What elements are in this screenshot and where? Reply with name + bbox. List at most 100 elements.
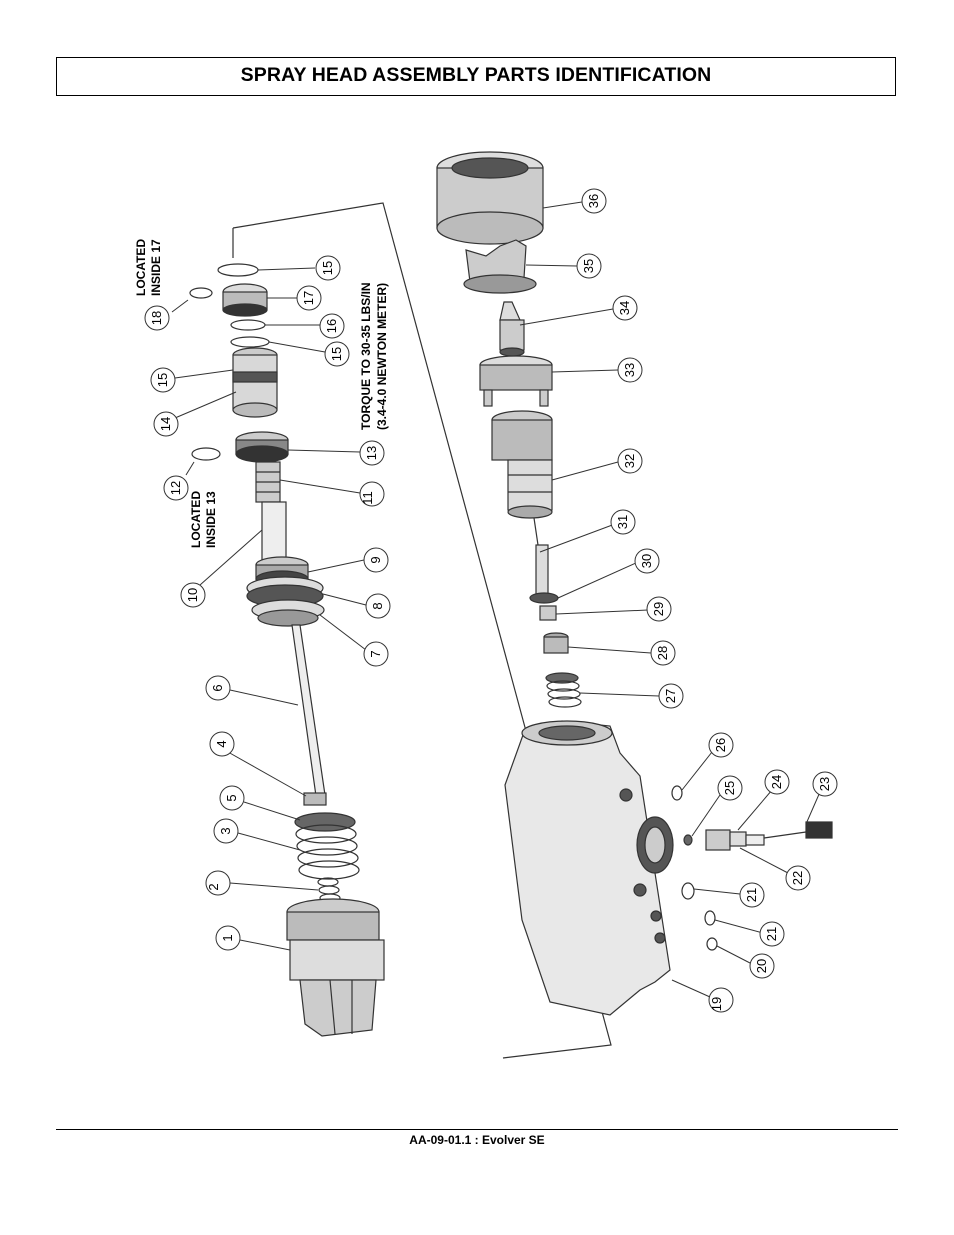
part-28 — [543, 632, 569, 654]
svg-text:4: 4 — [214, 740, 229, 747]
svg-text:9: 9 — [368, 556, 383, 563]
note-located-17-line1: LOCATED — [134, 239, 148, 296]
part-16 — [230, 319, 266, 331]
part-14 — [232, 347, 278, 418]
callout-33: 33 — [617, 357, 643, 383]
svg-text:15: 15 — [329, 347, 344, 361]
callout-26: 26 — [708, 732, 734, 758]
svg-text:28: 28 — [655, 646, 670, 660]
callout-21-a: 21 — [739, 882, 765, 908]
callout-10: 10 — [180, 582, 206, 608]
svg-text:23: 23 — [817, 777, 832, 791]
svg-text:32: 32 — [622, 454, 637, 468]
callout-19: 19 — [708, 987, 734, 1013]
svg-text:22: 22 — [790, 871, 805, 885]
svg-text:31: 31 — [615, 515, 630, 529]
callout-8: 8 — [365, 593, 391, 619]
title-box: SPRAY HEAD ASSEMBLY PARTS IDENTIFICATION — [56, 57, 896, 96]
svg-text:14: 14 — [158, 417, 173, 431]
callout-15-mid: 15 — [324, 341, 350, 367]
svg-text:2: 2 — [206, 883, 221, 890]
part-3-spring — [294, 812, 360, 880]
svg-text:29: 29 — [651, 602, 666, 616]
page-title: SPRAY HEAD ASSEMBLY PARTS IDENTIFICATION — [240, 64, 712, 86]
part-23-brush — [763, 821, 833, 839]
callout-22: 22 — [785, 865, 811, 891]
callout-11: 11 — [359, 481, 385, 507]
svg-text:10: 10 — [185, 588, 200, 602]
callout-7: 7 — [363, 641, 389, 667]
callout-13: 13 — [359, 440, 385, 466]
part-17 — [222, 283, 268, 317]
part-21-a — [681, 882, 695, 900]
svg-text:16: 16 — [324, 319, 339, 333]
svg-text:7: 7 — [368, 650, 383, 657]
part-31 — [533, 517, 549, 596]
part-15-mid — [230, 336, 270, 348]
part-18 — [189, 287, 213, 299]
note-torque-line1: TORQUE TO 30-35 LBS/IN — [359, 282, 373, 430]
svg-text:12: 12 — [168, 481, 183, 495]
part-32 — [491, 410, 553, 519]
part-6 — [291, 624, 326, 797]
callout-29: 29 — [646, 596, 672, 622]
part-11 — [255, 461, 281, 503]
svg-text:5: 5 — [224, 794, 239, 801]
part-19 — [504, 720, 674, 1016]
svg-text:20: 20 — [754, 959, 769, 973]
callout-23: 23 — [812, 771, 838, 797]
svg-text:15: 15 — [320, 261, 335, 275]
part-36 — [436, 151, 544, 245]
footer-doc-id: AA-09-01.1 : Evolver SE — [409, 1133, 545, 1147]
svg-text:15: 15 — [155, 373, 170, 387]
part-13 — [235, 431, 289, 463]
svg-text:13: 13 — [364, 446, 379, 460]
callout-36: 36 — [581, 188, 607, 214]
callout-35: 35 — [576, 253, 602, 279]
part-33 — [479, 355, 553, 407]
callout-17: 17 — [296, 285, 322, 311]
svg-text:24: 24 — [769, 775, 784, 789]
part-10 — [261, 501, 287, 563]
svg-text:3: 3 — [218, 827, 233, 834]
callout-34: 34 — [612, 295, 638, 321]
callout-15-top: 15 — [315, 255, 341, 281]
callout-1: 1 — [215, 925, 241, 951]
svg-text:19: 19 — [709, 997, 724, 1011]
svg-text:35: 35 — [581, 259, 596, 273]
callout-2: 2 — [205, 870, 231, 896]
svg-text:21: 21 — [744, 888, 759, 902]
part-7 — [251, 599, 325, 627]
part-25 — [683, 834, 693, 846]
svg-text:25: 25 — [722, 781, 737, 795]
part-29 — [539, 605, 557, 621]
part-27 — [545, 672, 582, 708]
svg-text:36: 36 — [586, 194, 601, 208]
callout-18: 18 — [144, 305, 170, 331]
callout-15-low: 15 — [150, 367, 176, 393]
part-21-b — [704, 910, 716, 926]
svg-text:33: 33 — [622, 363, 637, 377]
callout-21-b: 21 — [759, 921, 785, 947]
svg-text:1: 1 — [220, 934, 235, 941]
part-35 — [463, 239, 537, 294]
svg-text:11: 11 — [360, 491, 375, 505]
bracket-line — [232, 202, 612, 1059]
note-located-13-line2: INSIDE 13 — [204, 491, 218, 548]
callout-27: 27 — [658, 683, 684, 709]
part-15-top — [217, 263, 259, 277]
svg-text:21: 21 — [764, 927, 779, 941]
part-4 — [303, 792, 327, 806]
callout-32: 32 — [617, 448, 643, 474]
svg-text:17: 17 — [301, 291, 316, 305]
part-2-spring — [317, 877, 341, 903]
part-30 — [529, 592, 559, 604]
footer-rule — [56, 1129, 898, 1130]
note-located-17-line2: INSIDE 17 — [149, 239, 163, 296]
svg-text:18: 18 — [149, 311, 164, 325]
callout-25: 25 — [717, 775, 743, 801]
svg-text:8: 8 — [370, 602, 385, 609]
svg-text:30: 30 — [639, 554, 654, 568]
svg-text:26: 26 — [713, 738, 728, 752]
